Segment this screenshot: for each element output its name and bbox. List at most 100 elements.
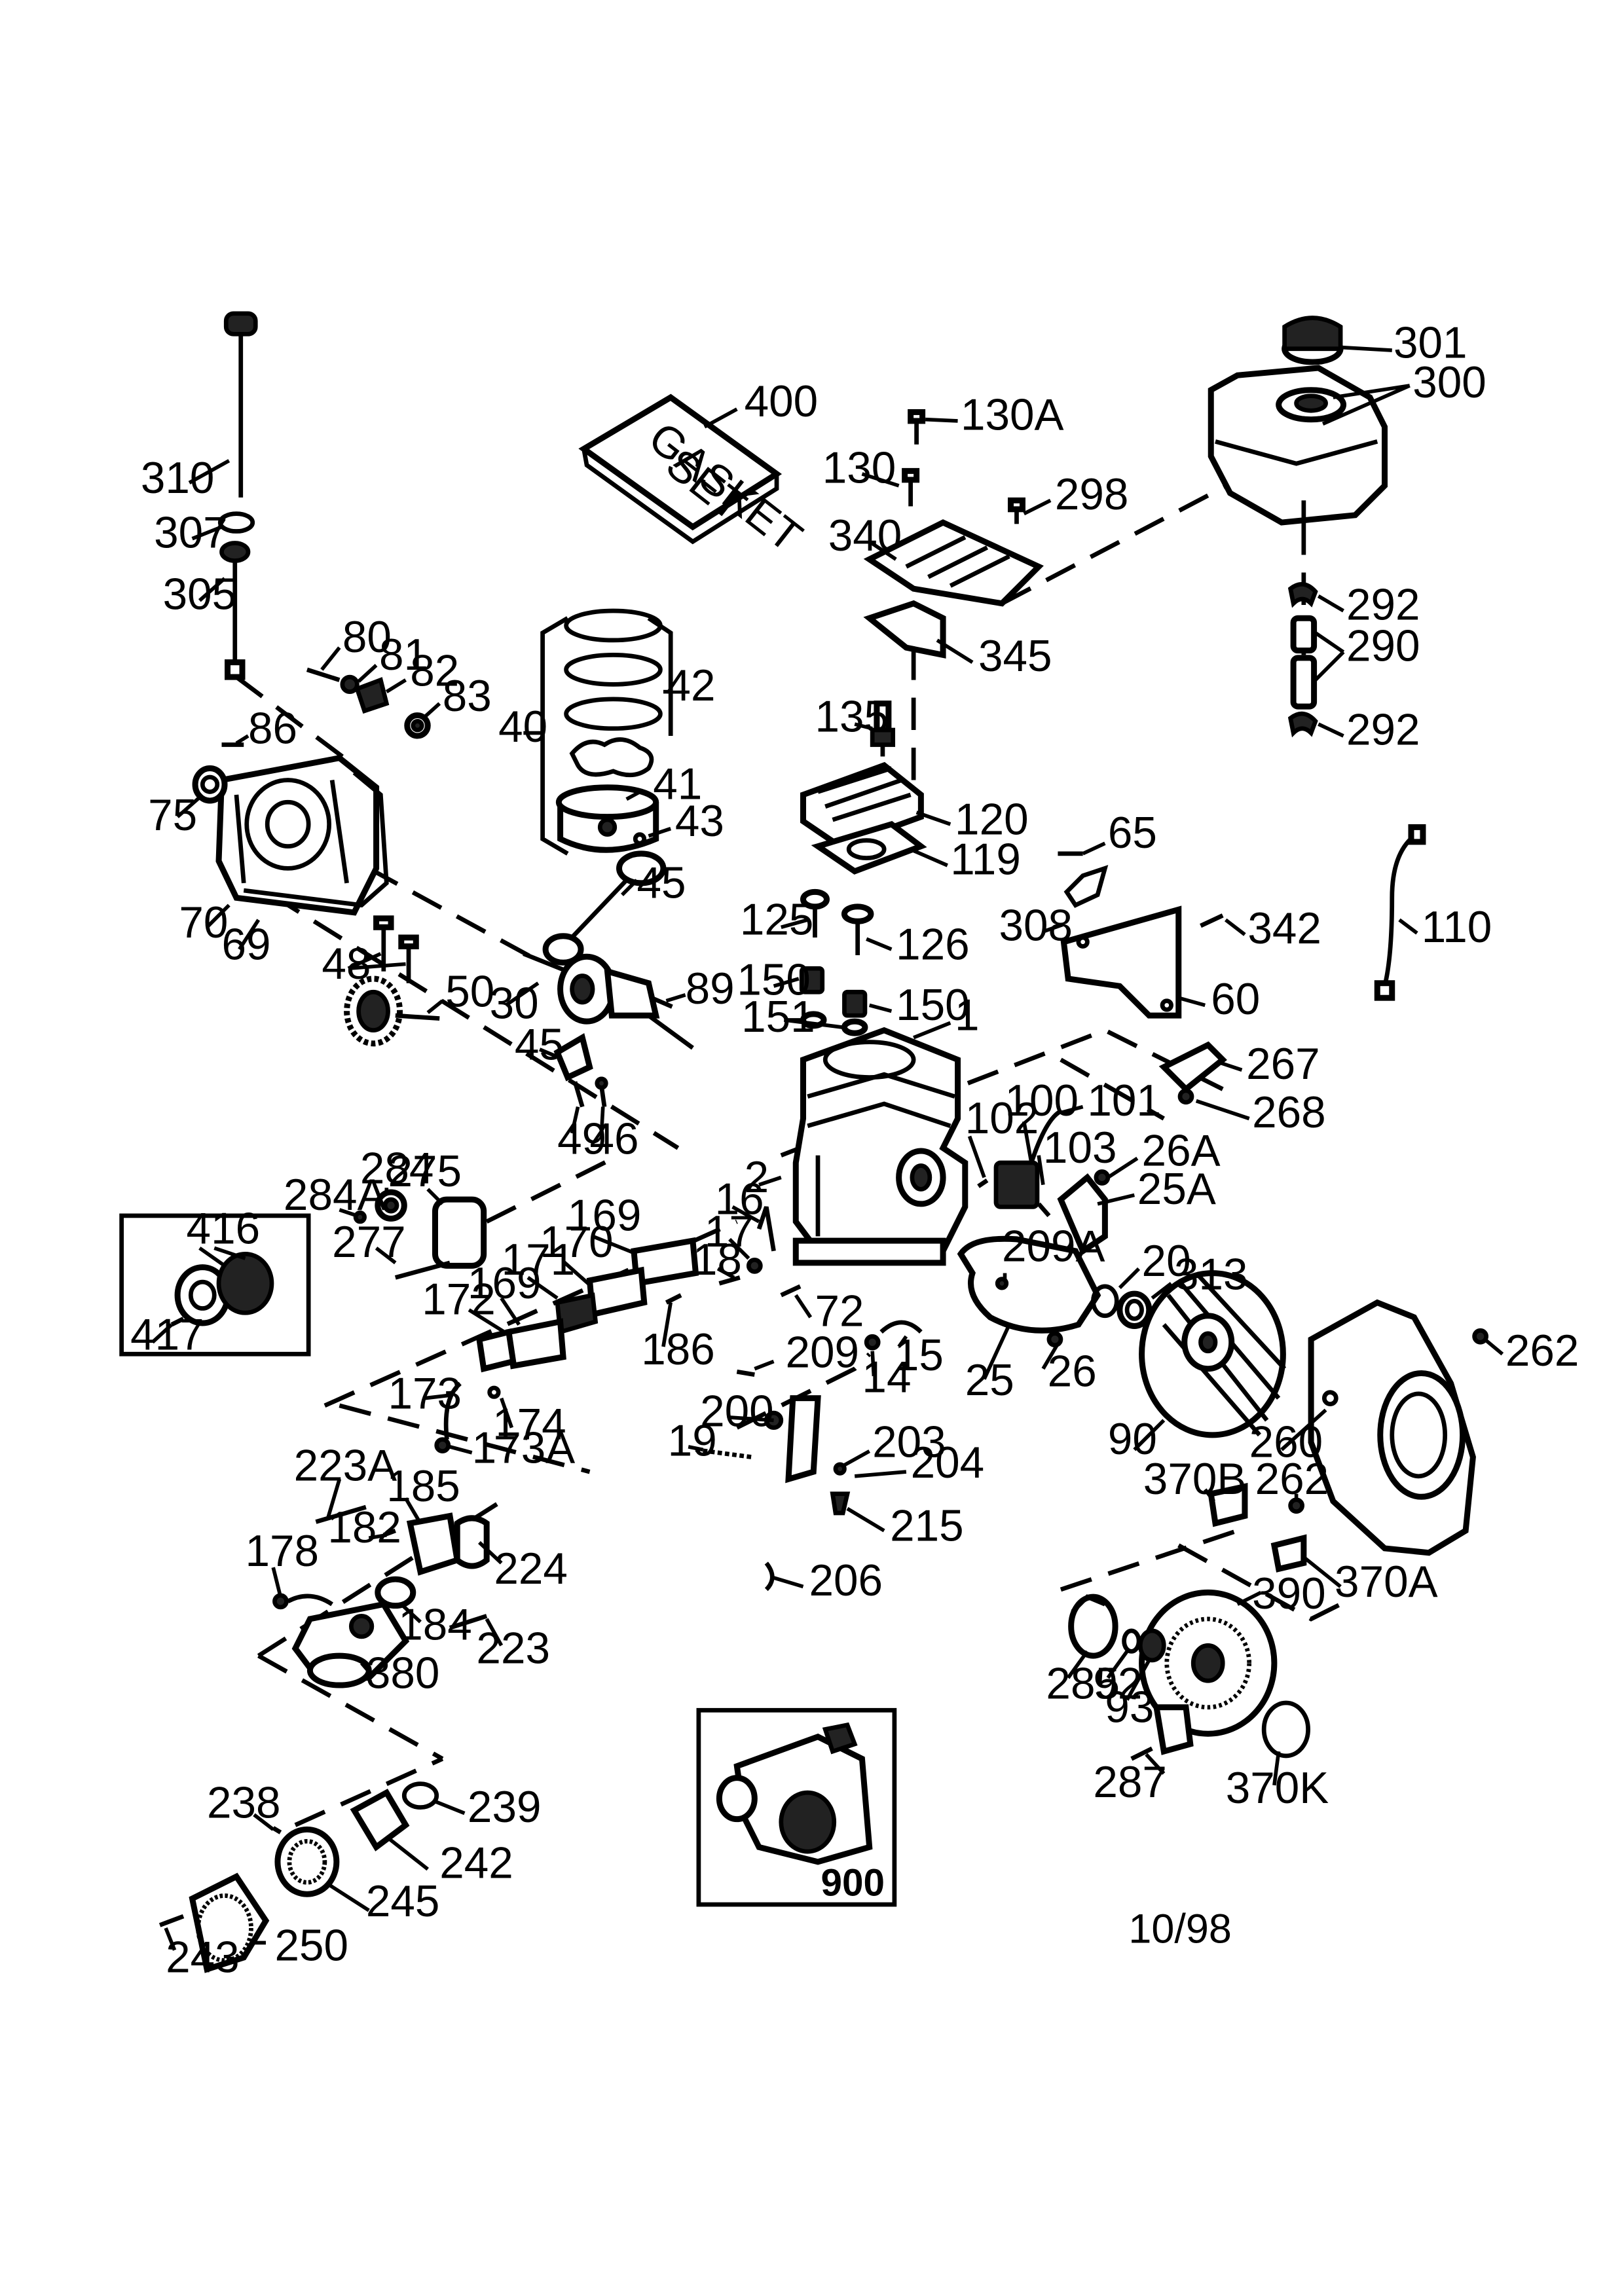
label-262b: 262 — [1255, 1455, 1329, 1504]
label-102: 102 — [965, 1094, 1039, 1143]
label-18: 18 — [693, 1235, 742, 1285]
label-15: 15 — [895, 1331, 944, 1380]
key-89 — [650, 996, 673, 1009]
part-labels: 310 307 305 80 81 82 83 86 75 70 69 48 5… — [130, 318, 1579, 1982]
blower-housing-260 — [1288, 1299, 1488, 1556]
label-390: 390 — [1252, 1569, 1326, 1618]
clip-43 — [633, 832, 647, 846]
label-380: 380 — [366, 1649, 440, 1698]
label-417: 417 — [130, 1310, 204, 1359]
label-284A: 284A — [284, 1171, 387, 1220]
label-206: 206 — [809, 1556, 883, 1605]
decal-370a — [1270, 1534, 1307, 1573]
flywheel-90 — [1139, 1270, 1287, 1438]
governor-linkage — [718, 1206, 923, 1351]
label-223A: 223A — [294, 1442, 397, 1491]
label-80: 80 — [342, 613, 392, 662]
governor-parts — [306, 667, 431, 739]
starter-cup-285 — [1068, 1594, 1118, 1659]
label-16: 16 — [715, 1175, 764, 1224]
washer-92 — [1122, 1628, 1141, 1654]
dipstick-310 — [223, 311, 258, 498]
label-81: 81 — [379, 630, 428, 680]
label-416: 416 — [187, 1205, 261, 1254]
label-17: 17 — [705, 1207, 754, 1256]
label-215: 215 — [890, 1502, 964, 1551]
label-204: 204 — [911, 1438, 985, 1487]
label-45a: 45 — [637, 858, 686, 907]
intake-elbow-185 — [315, 1504, 490, 1630]
fuel-cap-301 — [1282, 316, 1344, 365]
label-173: 173 — [388, 1369, 462, 1418]
label-45b: 45 — [515, 1021, 564, 1070]
label-242: 242 — [439, 1839, 513, 1888]
screw-287 — [1130, 1746, 1153, 1761]
label-82: 82 — [410, 647, 459, 696]
label-185: 185 — [386, 1462, 460, 1511]
label-262a: 262 — [1505, 1326, 1579, 1376]
label-65: 65 — [1108, 809, 1157, 858]
label-169a: 169 — [568, 1191, 642, 1240]
carburetor-380 — [272, 1593, 410, 1688]
label-92: 92 — [1093, 1659, 1142, 1708]
label-267: 267 — [1246, 1040, 1320, 1089]
date-code: 10/98 — [1128, 1906, 1232, 1952]
shroud-25 — [957, 1169, 1111, 1348]
label-173A: 173A — [472, 1424, 576, 1473]
label-370K: 370K — [1226, 1764, 1329, 1813]
label-287: 287 — [1093, 1758, 1167, 1807]
label-301: 301 — [1393, 318, 1467, 367]
fuel-tank-300 — [1208, 365, 1388, 526]
label-172: 172 — [422, 1275, 496, 1324]
label-292a: 292 — [1346, 580, 1420, 629]
connecting-rod-45 — [542, 850, 667, 966]
label-130A: 130A — [961, 390, 1064, 439]
label-40: 40 — [498, 702, 547, 752]
label-120: 120 — [955, 795, 1029, 845]
label-224: 224 — [494, 1544, 568, 1594]
label-1: 1 — [955, 991, 980, 1040]
fuel-line-290 — [1287, 582, 1318, 738]
air-cleaner — [158, 1781, 439, 1973]
label-342: 342 — [1247, 904, 1321, 953]
decal-370b — [1208, 1482, 1248, 1527]
label-313: 313 — [1174, 1250, 1248, 1299]
label-101: 101 — [1087, 1076, 1161, 1125]
label-305: 305 — [163, 570, 237, 619]
label-239: 239 — [468, 1783, 542, 1832]
piston-assembly-bracket — [540, 616, 569, 856]
breather-tube-173 — [434, 1381, 501, 1453]
label-277: 277 — [332, 1218, 406, 1267]
label-93: 93 — [1105, 1683, 1154, 1732]
label-243: 243 — [166, 1933, 240, 1982]
label-900: 900 — [821, 1862, 885, 1904]
label-30: 30 — [490, 979, 539, 1029]
nut-93 — [1137, 1628, 1166, 1663]
label-72: 72 — [815, 1287, 864, 1336]
dipstick-tube-305 — [219, 541, 251, 680]
label-90: 90 — [1108, 1415, 1157, 1464]
label-345: 345 — [978, 632, 1052, 681]
label-238: 238 — [207, 1778, 281, 1827]
label-49: 49 — [557, 1114, 606, 1163]
label-119: 119 — [950, 835, 1021, 884]
ignition-module-100 — [977, 1109, 1062, 1218]
label-19: 19 — [668, 1416, 717, 1465]
label-89: 89 — [686, 964, 735, 1013]
label-171: 171 — [502, 1235, 576, 1285]
oil-seal-75 — [192, 765, 228, 804]
label-48: 48 — [322, 939, 371, 989]
label-169b: 169 — [468, 1259, 542, 1308]
label-41: 41 — [653, 760, 702, 809]
label-130: 130 — [822, 443, 896, 492]
gasket-69 — [243, 771, 389, 908]
valves — [800, 888, 874, 956]
seals-20-313 — [1091, 1284, 1153, 1330]
label-209A: 209A — [1002, 1222, 1105, 1271]
label-83: 83 — [443, 672, 492, 721]
label-125: 125 — [740, 896, 814, 945]
head-gasket-119 — [811, 820, 927, 875]
label-184: 184 — [398, 1600, 472, 1649]
label-290: 290 — [1346, 621, 1420, 670]
